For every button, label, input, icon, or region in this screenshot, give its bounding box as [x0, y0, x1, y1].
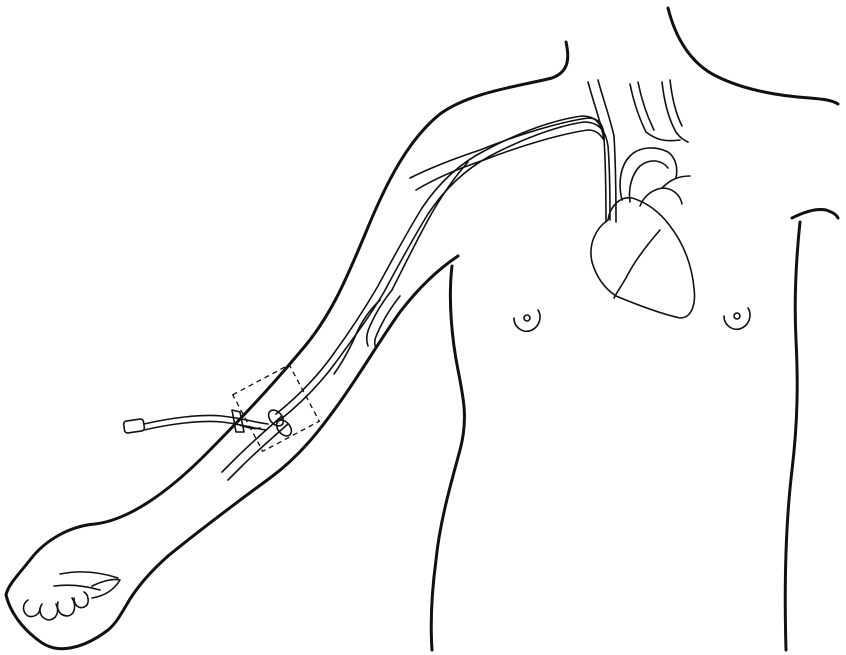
finger-4 — [74, 592, 88, 608]
nipples — [514, 308, 750, 331]
finger-1 — [24, 600, 41, 617]
catheter — [123, 116, 610, 439]
arm-lower-edge — [168, 256, 458, 556]
hand-outline — [6, 556, 168, 649]
aortic-branch — [646, 132, 680, 141]
external-tubing — [144, 415, 268, 424]
arm-upper-edge — [6, 42, 568, 595]
neck-right-shoulder — [668, 8, 838, 104]
catheter-line-1 — [280, 122, 610, 420]
right-nipple-center — [734, 313, 740, 319]
torso-right-side — [785, 222, 800, 650]
svc-right — [614, 136, 616, 222]
catheter-hub — [123, 419, 144, 434]
basilic-vein-branch-2 — [375, 296, 400, 348]
palm-crease — [60, 572, 118, 578]
jugular-vein-right-2 — [670, 80, 682, 126]
jugular-vein-right — [662, 82, 688, 142]
left-nipple-center — [524, 315, 530, 321]
carotid — [630, 84, 646, 132]
fingers — [24, 572, 121, 620]
heart — [591, 136, 695, 318]
cephalic-vein — [334, 300, 380, 374]
carotid-2 — [638, 82, 654, 130]
external-tubing-2 — [144, 421, 266, 430]
right-armpit — [792, 209, 838, 218]
svc-left — [604, 138, 606, 222]
body-outline — [6, 8, 838, 650]
heart-septum — [614, 230, 660, 298]
aortic-arch-inner — [629, 161, 668, 202]
axillary-vein-top — [392, 162, 468, 290]
finger-2 — [40, 604, 58, 620]
aortic-arch — [620, 148, 677, 200]
pulmonary-branch — [662, 176, 690, 188]
catheter-line-2 — [276, 116, 604, 414]
torso-left-side — [431, 266, 464, 650]
finger-3 — [57, 598, 74, 616]
